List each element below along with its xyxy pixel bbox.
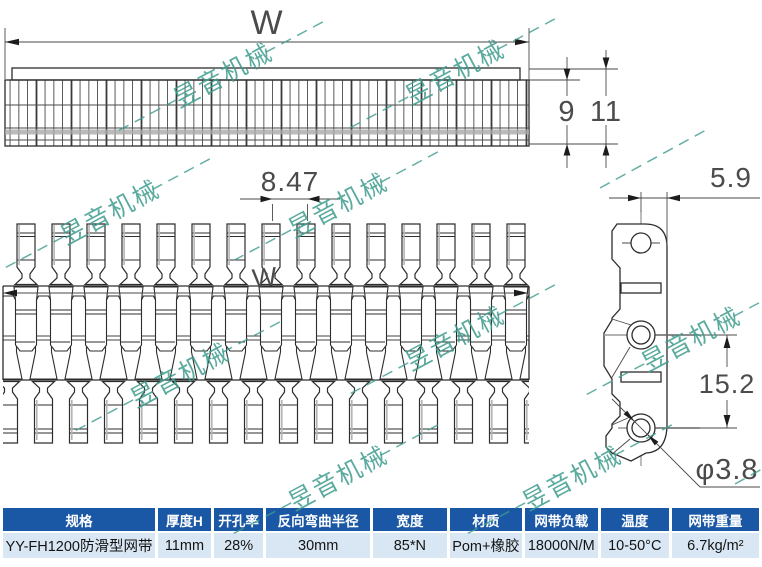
svg-text:昱音机械: 昱音机械	[401, 301, 510, 376]
spec-header-row: 规格 厚度H 开孔率 反向弯曲半径 宽度 材质 网带负载 温度 网带重量	[3, 508, 759, 531]
plate-hole-top	[630, 232, 652, 254]
spec-header-open-ratio: 开孔率	[213, 508, 264, 531]
dim-plan-width-label: W	[251, 261, 280, 294]
dim-top-width: W	[4, 4, 530, 80]
dim-thickness: 9 11	[529, 50, 622, 168]
side-view	[4, 67, 530, 147]
end-view	[603, 210, 700, 466]
plate-boss-bottom	[626, 413, 656, 443]
plate-slot-upper	[620, 282, 662, 294]
svg-text:昱音机械: 昱音机械	[56, 175, 165, 250]
spec-value-width: 85*N	[372, 533, 447, 558]
plan-top-teeth	[5, 222, 529, 286]
spec-value-material: Pom+橡胶	[449, 533, 522, 558]
spec-value-row: YY-FH1200防滑型网带 11mm 28% 30mm 85*N Pom+橡胶…	[3, 533, 759, 558]
svg-text:昱音机械: 昱音机械	[401, 35, 510, 110]
spec-header-backflex-radius: 反向弯曲半径	[266, 508, 370, 531]
spec-value-open-ratio: 28%	[213, 533, 264, 558]
spec-value-load: 18000N/M	[524, 533, 598, 558]
spec-value-backflex-radius: 30mm	[266, 533, 370, 558]
link-plate-outline	[603, 223, 668, 462]
dim-hole-spacing-label: 15.2	[699, 369, 756, 399]
plan-bottom-teeth	[3, 380, 529, 446]
dim-pitch: 8.47	[240, 166, 340, 221]
plate-boss-middle	[626, 320, 656, 350]
spec-header-width: 宽度	[372, 508, 447, 531]
dim-hole-spacing: 15.2	[655, 334, 756, 429]
plate-hole-bottom	[631, 418, 651, 438]
plan-interlock-band	[3, 286, 529, 380]
spec-header-material: 材质	[449, 508, 522, 531]
watermark: 昱音机械	[350, 281, 560, 395]
watermark-layer: 昱音机械 昱音机械 昱音机械 昱音机械 昱音机械	[5, 15, 762, 535]
dim-pitch-label: 8.47	[261, 166, 320, 197]
svg-text:昱音机械: 昱音机械	[126, 338, 235, 413]
watermark: 昱音机械	[233, 148, 443, 262]
plan-view	[2, 222, 530, 446]
watermark: 昱音机械	[75, 318, 285, 432]
dim-hole-diameter-label: φ3.8	[695, 454, 758, 486]
plate-slot-lower	[620, 371, 662, 383]
dim-thickness-inner-label: 9	[558, 96, 575, 128]
belt-top-strip	[11, 67, 521, 81]
spec-value-temperature: 10-50°C	[600, 533, 669, 558]
spec-header-weight: 网带重量	[671, 508, 759, 531]
dim-hole-diameter: φ3.8	[611, 398, 760, 488]
svg-text:昱音机械: 昱音机械	[637, 302, 746, 377]
belt-hinge-band	[5, 129, 529, 135]
spec-table: 规格 厚度H 开孔率 反向弯曲半径 宽度 材质 网带负载 温度 网带重量 YY-…	[0, 506, 762, 560]
watermark-dashes	[599, 129, 762, 485]
watermark: 昱音机械	[118, 18, 328, 132]
spec-value-thickness: 11mm	[158, 533, 211, 558]
dim-edge-width-label: 5.9	[710, 162, 752, 193]
plate-hole-middle	[631, 325, 651, 345]
spec-header-thickness: 厚度H	[158, 508, 211, 531]
dim-thickness-outer-label: 11	[590, 96, 622, 128]
dim-plan-width: W	[3, 261, 528, 297]
svg-text:昱音机械: 昱音机械	[284, 168, 393, 243]
dim-edge-width: 5.9	[609, 162, 760, 245]
belt-grid	[5, 80, 529, 146]
watermark: 昱音机械	[350, 15, 560, 129]
dim-top-width-label: W	[250, 4, 283, 42]
spec-value-weight: 6.7kg/m²	[671, 533, 759, 558]
spec-value-model: YY-FH1200防滑型网带	[3, 533, 156, 558]
spec-header-load: 网带负载	[524, 508, 598, 531]
svg-text:昱音机械: 昱音机械	[169, 38, 278, 113]
spec-header-model: 规格	[3, 508, 156, 531]
spec-header-temperature: 温度	[600, 508, 669, 531]
watermark: 昱音机械	[586, 282, 762, 396]
watermark: 昱音机械	[5, 155, 215, 269]
